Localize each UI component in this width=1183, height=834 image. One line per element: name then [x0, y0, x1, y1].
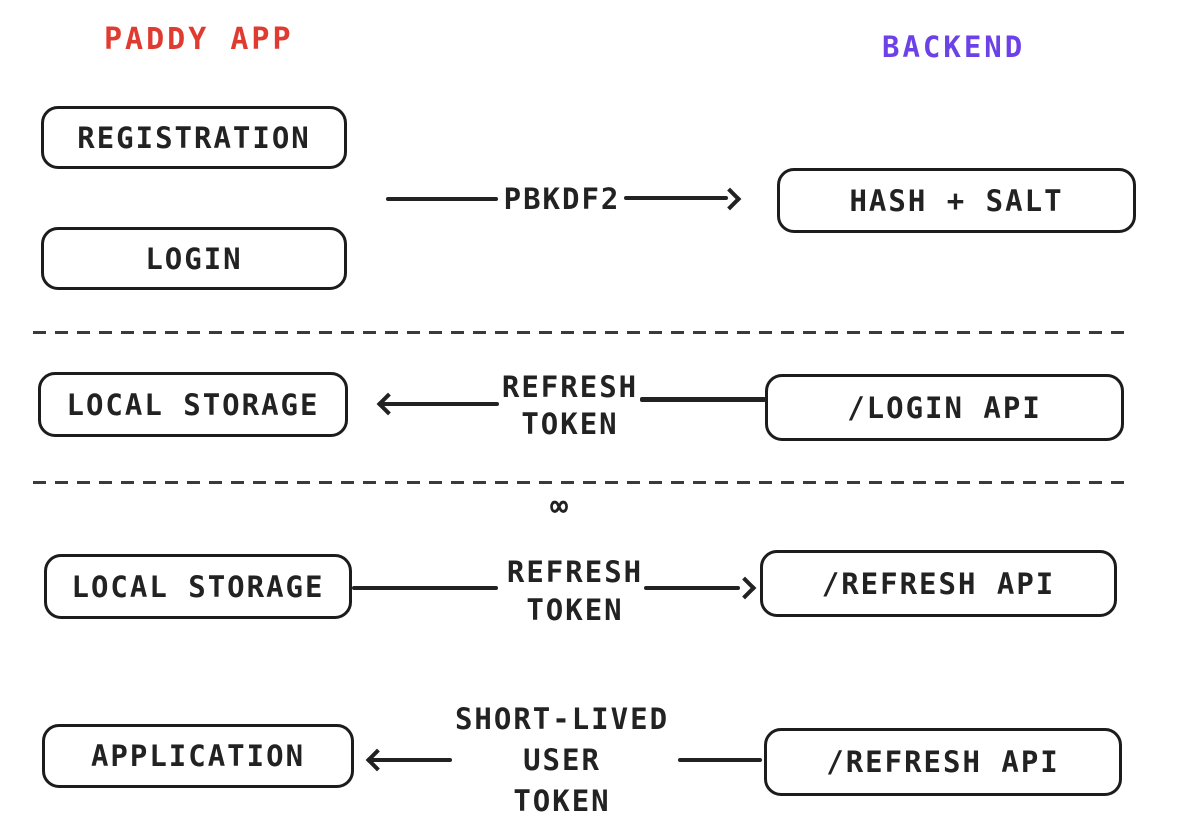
application-box: APPLICATION: [42, 724, 354, 788]
divider-dashed-1: [33, 331, 1130, 334]
left-column-title: PADDY APP: [104, 22, 294, 57]
short-lived-arrow-line-right: [678, 758, 762, 762]
refresh-token-arrow-label-1: REFRESH TOKEN: [501, 370, 639, 441]
local-storage-box-1: LOCAL STORAGE: [38, 372, 348, 437]
refresh-token2-arrow-line-right: [644, 586, 740, 590]
refresh-token2-arrowhead-right-icon: [733, 576, 757, 600]
refresh-token-arrow-label-2: REFRESH TOKEN: [506, 555, 644, 627]
pbkdf2-arrowhead-right-icon: [718, 187, 742, 211]
pbkdf2-arrow-line-right: [624, 196, 728, 200]
short-lived-arrow-line-left: [370, 758, 452, 762]
refresh-token2-arrow-line-left: [352, 586, 498, 590]
local-storage-box-2: LOCAL STORAGE: [44, 554, 352, 619]
refresh-api-box-2: /REFRESH API: [764, 728, 1122, 796]
pbkdf2-arrow-label: PBKDF2: [503, 182, 621, 216]
refresh-api-box-1: /REFRESH API: [760, 550, 1117, 617]
refresh-token-arrow-line-left: [381, 402, 499, 406]
registration-box: REGISTRATION: [41, 106, 347, 169]
refresh-token-arrow-line-right: [640, 397, 766, 402]
pbkdf2-arrow-line-left: [386, 197, 498, 201]
hash-salt-box: HASH + SALT: [777, 168, 1136, 233]
infinity-icon: ∞: [550, 489, 569, 524]
right-column-title: BACKEND: [882, 30, 1026, 64]
login-api-box: /LOGIN API: [765, 374, 1124, 441]
divider-dashed-2: [33, 481, 1130, 484]
short-lived-arrow-label: SHORT-LIVED USER TOKEN: [454, 702, 670, 818]
login-box: LOGIN: [41, 227, 347, 290]
